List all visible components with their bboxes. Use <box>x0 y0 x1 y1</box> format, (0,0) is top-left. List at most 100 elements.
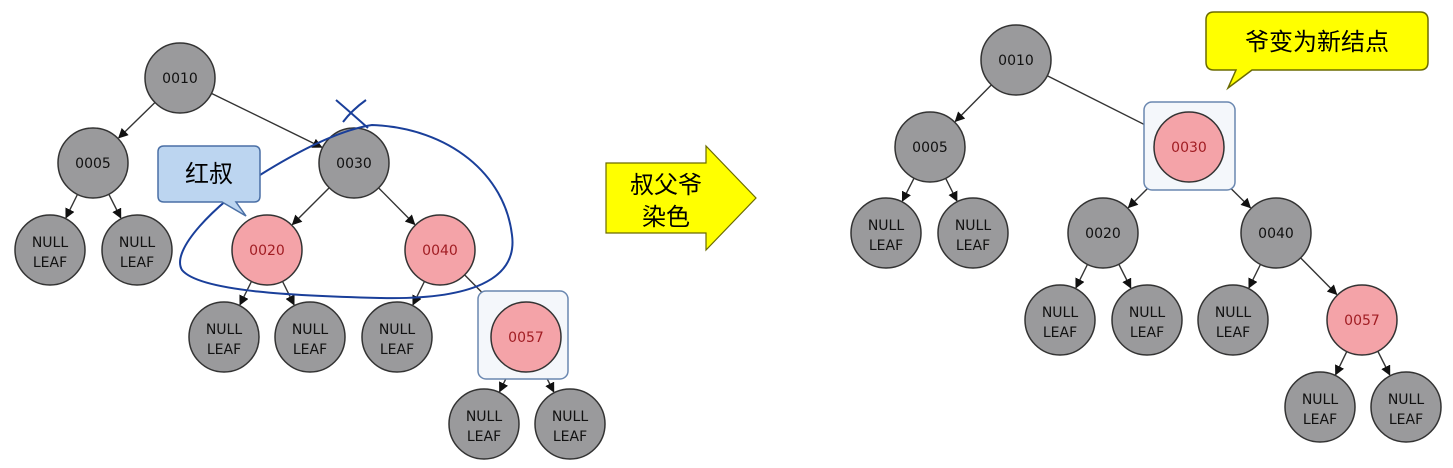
right-leaf-label-q7-1: LEAF <box>1389 412 1423 428</box>
left-leaf-label-l5-0: NULL <box>379 322 416 338</box>
left-node-n30: 0030 <box>318 127 390 199</box>
left-node-circle-n30 <box>318 127 390 199</box>
left-null-leaf-l7: NULL LEAF <box>534 388 606 460</box>
right-node-circle-r57 <box>1326 284 1398 356</box>
right-node-r5: 0005 <box>894 111 966 183</box>
left-node-circle-l7 <box>534 388 606 460</box>
right-node-circle-r30 <box>1153 111 1225 183</box>
right-leaf-label-q2-0: NULL <box>955 218 992 234</box>
right-null-leaf-q2: NULL LEAF <box>937 197 1009 269</box>
right-leaf-label-q1-0: NULL <box>868 218 905 234</box>
left-edge-n5-l2 <box>108 193 122 219</box>
left-edge-n5-l1 <box>65 194 79 219</box>
left-node-n40: 0040 <box>404 214 476 286</box>
right-node-circle-q3 <box>1024 284 1096 356</box>
left-null-leaf-l5: NULL LEAF <box>361 301 433 373</box>
left-node-circle-l2 <box>101 214 173 286</box>
right-node-label-r40: 0040 <box>1258 226 1294 242</box>
right-edge-r40-q5 <box>1248 264 1262 289</box>
right-edge-r40-r57 <box>1300 257 1338 296</box>
right-edge-r57-q7 <box>1377 350 1391 376</box>
left-edge-n20-l4 <box>281 281 295 306</box>
left-node-label-n10: 0010 <box>162 71 198 87</box>
left-node-n5: 0005 <box>57 127 129 199</box>
left-node-label-n40: 0040 <box>422 243 458 259</box>
callout-new-node: 爷变为新结点 <box>1205 11 1429 91</box>
right-tree-edges <box>901 75 1391 376</box>
transform-arrow: 叔父爷 染色 <box>605 144 757 252</box>
left-node-circle-n20 <box>231 214 303 286</box>
left-node-label-n57: 0057 <box>508 330 544 346</box>
right-node-circle-q4 <box>1111 284 1183 356</box>
right-node-circle-q5 <box>1197 284 1269 356</box>
left-leaf-label-l7-1: LEAF <box>553 429 587 445</box>
left-node-circle-l1 <box>14 214 86 286</box>
transform-arrow-line1: 叔父爷 <box>630 171 702 199</box>
left-null-leaf-l6: NULL LEAF <box>448 388 520 460</box>
right-null-leaf-q4: NULL LEAF <box>1111 284 1183 356</box>
left-null-leaf-l4: NULL LEAF <box>274 301 346 373</box>
left-node-circle-l5 <box>361 301 433 373</box>
right-leaf-label-q5-1: LEAF <box>1216 325 1250 341</box>
right-node-circle-r40 <box>1240 197 1312 269</box>
right-node-circle-q1 <box>850 197 922 269</box>
left-node-label-n20: 0020 <box>249 243 285 259</box>
right-leaf-label-q4-1: LEAF <box>1130 325 1164 341</box>
right-node-circle-r10 <box>980 24 1052 96</box>
right-edge-r5-q1 <box>901 177 915 202</box>
left-null-leaf-l2: NULL LEAF <box>101 214 173 286</box>
right-leaf-label-q3-0: NULL <box>1042 305 1079 321</box>
right-node-label-r20: 0020 <box>1085 226 1121 242</box>
left-leaf-label-l1-0: NULL <box>32 235 69 251</box>
right-null-leaf-q7: NULL LEAF <box>1370 371 1442 443</box>
left-leaf-label-l5-1: LEAF <box>380 342 414 358</box>
left-leaf-label-l3-0: NULL <box>206 322 243 338</box>
left-node-circle-n10 <box>144 42 216 114</box>
left-leaf-label-l7-0: NULL <box>552 409 589 425</box>
right-leaf-label-q4-0: NULL <box>1129 305 1166 321</box>
right-leaf-label-q3-1: LEAF <box>1043 325 1077 341</box>
left-node-circle-n57 <box>490 301 562 373</box>
left-node-circle-l6 <box>448 388 520 460</box>
right-edge-r57-q6 <box>1335 351 1348 376</box>
left-leaf-label-l2-0: NULL <box>119 235 156 251</box>
right-edge-r10-r5 <box>954 84 992 123</box>
left-leaf-label-l3-1: LEAF <box>207 342 241 358</box>
left-leaf-label-l6-0: NULL <box>466 409 503 425</box>
left-null-leaf-l3: NULL LEAF <box>188 301 260 373</box>
right-node-circle-q2 <box>937 197 1009 269</box>
left-leaf-label-l6-1: LEAF <box>467 429 501 445</box>
right-node-label-r57: 0057 <box>1344 313 1380 329</box>
right-node-circle-q7 <box>1370 371 1442 443</box>
right-node-label-r30: 0030 <box>1171 140 1207 156</box>
right-node-circle-r20 <box>1067 197 1139 269</box>
left-edge-n10-n5 <box>118 101 156 139</box>
left-node-n10: 0010 <box>144 42 216 114</box>
left-node-circle-l4 <box>274 301 346 373</box>
callout-red-uncle: 红叔 <box>157 145 261 217</box>
right-edge-r20-q4 <box>1118 263 1132 289</box>
left-node-n57: 0057 <box>490 301 562 373</box>
right-node-r10: 0010 <box>980 24 1052 96</box>
right-node-label-r5: 0005 <box>912 140 948 156</box>
left-edge-n40-l5 <box>412 281 426 306</box>
transform-arrow-line2: 染色 <box>642 203 690 231</box>
left-leaf-label-l2-1: LEAF <box>120 255 154 271</box>
left-node-label-n5: 0005 <box>75 156 111 172</box>
left-node-label-n30: 0030 <box>336 156 372 172</box>
left-leaf-label-l4-1: LEAF <box>293 342 327 358</box>
right-leaf-label-q7-0: NULL <box>1388 392 1425 408</box>
right-node-r30: 0030 <box>1153 111 1225 183</box>
right-leaf-label-q2-1: LEAF <box>956 238 990 254</box>
left-node-circle-n5 <box>57 127 129 199</box>
left-null-leaf-l1: NULL LEAF <box>14 214 86 286</box>
callout-new-node-text: 爷变为新结点 <box>1245 28 1389 56</box>
left-node-circle-l3 <box>188 301 260 373</box>
right-node-r40: 0040 <box>1240 197 1312 269</box>
left-leaf-label-l4-0: NULL <box>292 322 329 338</box>
left-leaf-label-l1-1: LEAF <box>33 255 67 271</box>
